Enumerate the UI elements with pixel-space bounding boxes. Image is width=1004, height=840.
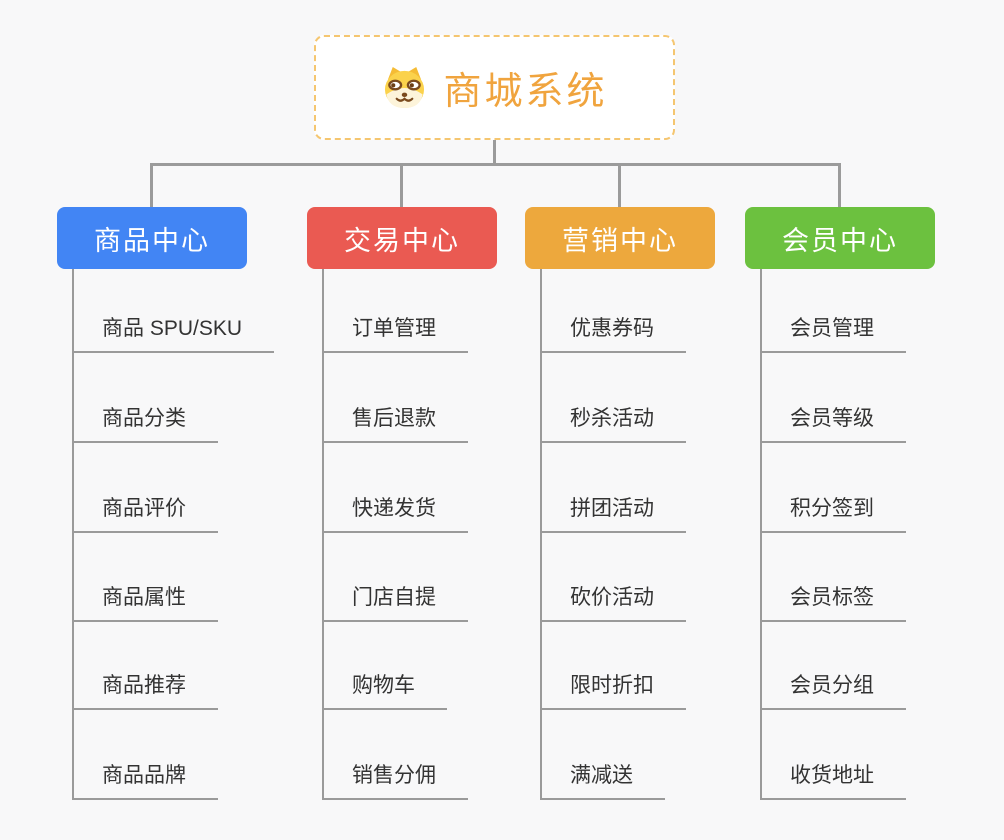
leaf-node[interactable]: 销售分佣 <box>322 762 468 800</box>
leaf-node[interactable]: 收货地址 <box>760 762 906 800</box>
branch-trunk-line <box>760 269 762 800</box>
leaf-node[interactable]: 售后退款 <box>322 405 468 443</box>
leaf-node[interactable]: 限时折扣 <box>540 672 686 710</box>
leaf-node[interactable]: 商品品牌 <box>72 762 218 800</box>
leaf-node[interactable]: 优惠券码 <box>540 315 686 353</box>
leaf-node[interactable]: 商品属性 <box>72 584 218 622</box>
leaf-node[interactable]: 快递发货 <box>322 495 468 533</box>
leaf-node[interactable]: 积分签到 <box>760 495 906 533</box>
leaf-node[interactable]: 商品评价 <box>72 495 218 533</box>
root-title: 商城系统 <box>443 71 608 113</box>
leaf-node[interactable]: 会员标签 <box>760 584 906 622</box>
leaf-node[interactable]: 会员管理 <box>760 315 906 353</box>
connector-drop-product <box>150 163 153 209</box>
branch-header-member-center[interactable]: 会员中心 <box>745 207 935 269</box>
connector-horizontal-bus <box>150 163 841 166</box>
leaf-node[interactable]: 订单管理 <box>322 315 468 353</box>
connector-drop-trade <box>400 163 403 209</box>
branch-header-product-center[interactable]: 商品中心 <box>57 207 247 269</box>
connector-drop-member <box>838 163 841 209</box>
leaf-node[interactable]: 门店自提 <box>322 584 468 622</box>
branch-trunk-line <box>72 269 74 800</box>
leaf-node[interactable]: 商品 SPU/SKU <box>72 315 275 353</box>
leaf-node[interactable]: 商品分类 <box>72 405 218 443</box>
leaf-node[interactable]: 秒杀活动 <box>540 405 686 443</box>
branch-trunk-line <box>540 269 542 800</box>
leaf-node[interactable]: 拼团活动 <box>540 495 686 533</box>
leaf-node[interactable]: 会员分组 <box>760 672 906 710</box>
leaf-node[interactable]: 购物车 <box>322 672 447 710</box>
branch-header-trade-center[interactable]: 交易中心 <box>307 207 497 269</box>
leaf-node[interactable]: 商品推荐 <box>72 672 218 710</box>
leaf-node[interactable]: 满减送 <box>540 762 665 800</box>
branch-header-marketing-center[interactable]: 营销中心 <box>525 207 715 269</box>
shiba-dog-icon <box>381 66 428 109</box>
connector-root-drop <box>493 140 496 166</box>
branch-trunk-line <box>322 269 324 800</box>
leaf-node[interactable]: 砍价活动 <box>540 584 686 622</box>
leaf-node[interactable]: 会员等级 <box>760 405 906 443</box>
root-node-mall-system[interactable]: 商城系统 <box>314 35 675 140</box>
connector-drop-marketing <box>618 163 621 209</box>
